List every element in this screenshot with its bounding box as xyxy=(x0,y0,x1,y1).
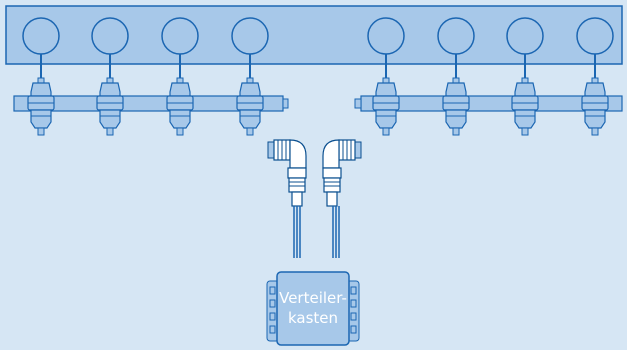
sensor-tip xyxy=(382,127,390,136)
sensor-tip xyxy=(521,127,529,136)
sensor-body xyxy=(169,82,191,97)
sensor-6 xyxy=(437,17,475,136)
sensor-body xyxy=(445,82,467,97)
sensor-body xyxy=(375,82,397,97)
right-cable xyxy=(332,206,340,258)
left-cable xyxy=(293,206,301,258)
sensor-tip xyxy=(106,127,114,136)
left-mounting-rail xyxy=(13,95,289,112)
sensor-8 xyxy=(576,17,614,136)
sensor-body xyxy=(514,82,536,97)
sensor-5 xyxy=(367,17,405,136)
sensor-head xyxy=(161,17,199,55)
sensor-tip xyxy=(246,127,254,136)
right-mounting-rail xyxy=(354,95,623,112)
sensor-body xyxy=(239,82,261,97)
sensor-head xyxy=(367,17,405,55)
sensor-head xyxy=(231,17,269,55)
sensor-head xyxy=(91,17,129,55)
distribution-box xyxy=(266,271,360,346)
sensor-7 xyxy=(506,17,544,136)
sensor-array xyxy=(22,17,614,136)
right-angle-connector xyxy=(322,139,362,207)
sensor-head xyxy=(437,17,475,55)
sensor-2 xyxy=(91,17,129,136)
sensor-1 xyxy=(22,17,60,136)
sensor-body xyxy=(99,82,121,97)
sensor-tip xyxy=(176,127,184,136)
sensor-3 xyxy=(161,17,199,136)
sensor-tip xyxy=(37,127,45,136)
sensor-tip xyxy=(452,127,460,136)
sensor-body xyxy=(584,82,606,97)
sensor-head xyxy=(576,17,614,55)
sensor-4 xyxy=(231,17,269,136)
sensor-head xyxy=(22,17,60,55)
sensor-head xyxy=(506,17,544,55)
sensor-tip xyxy=(591,127,599,136)
left-angle-connector xyxy=(267,139,307,207)
sensor-body xyxy=(30,82,52,97)
